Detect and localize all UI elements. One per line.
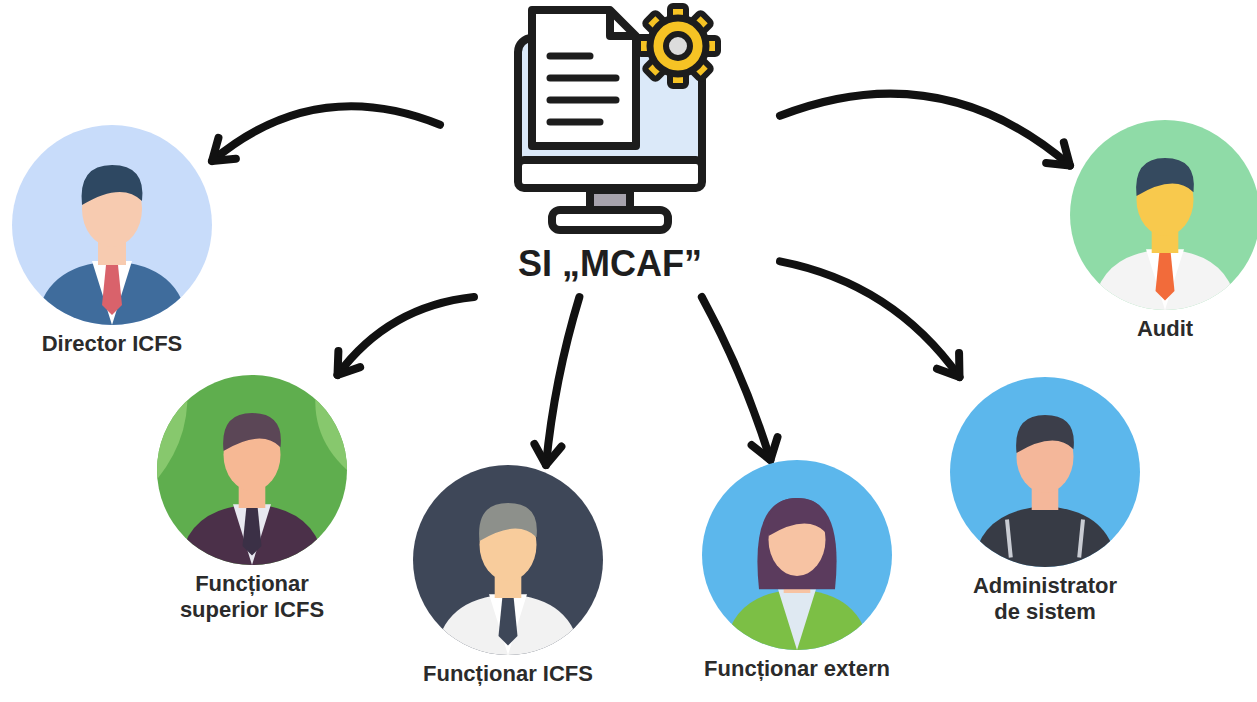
user-role-node: Funcționar ICFS [413,465,603,655]
arrow-connector [338,297,475,375]
avatar-icon [702,460,892,650]
arrow-line [780,261,960,377]
arrow-head [937,353,960,377]
arrow-line [780,94,1070,166]
arrow-line [212,106,440,161]
user-role-node: Administrator de sistem [950,377,1140,567]
role-label: Funcționar extern [677,656,917,682]
user-role-node: Funcționar extern [702,460,892,650]
arrow-head [534,444,561,465]
user-role-node: Funcționar superior ICFS [157,375,347,565]
role-label: Funcționar superior ICFS [162,571,342,624]
arrow-head [1046,142,1070,165]
arrow-line [338,297,475,375]
avatar-icon [950,377,1140,567]
arrow-head [338,351,361,375]
arrow-connector [780,261,960,377]
system-name: SI „MCAF” [518,242,702,285]
role-label: Director ICFS [2,331,222,357]
arrow-connector [702,297,778,460]
arrow-connector [780,94,1070,166]
avatar-icon [157,375,347,565]
avatar-icon [12,125,212,325]
arrow-line [702,297,771,460]
role-label: Administrator de sistem [958,573,1133,626]
avatar-icon [1070,120,1257,310]
arrow-head [212,138,236,161]
user-role-node: Director ICFS [12,125,212,325]
arrow-head [752,437,778,460]
arrow-connector [534,297,579,465]
user-role-node: Audit [1070,120,1257,310]
arrow-connector [212,106,440,161]
role-label: Funcționar ICFS [388,661,628,687]
system-node: SI „MCAF” [440,0,780,297]
arrow-line [546,297,579,465]
avatar-icon [413,465,603,655]
role-label: Audit [1075,316,1255,342]
